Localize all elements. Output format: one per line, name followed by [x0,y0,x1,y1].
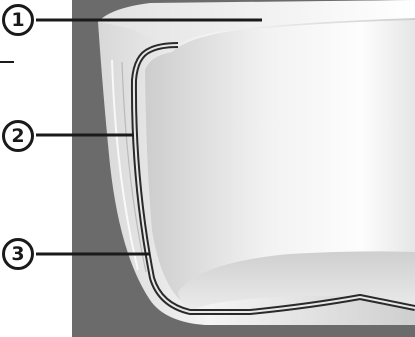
callout-number-2: 2 [2,120,34,152]
callout-number-1: 1 [2,4,34,36]
callout-number-3: 3 [2,238,34,270]
